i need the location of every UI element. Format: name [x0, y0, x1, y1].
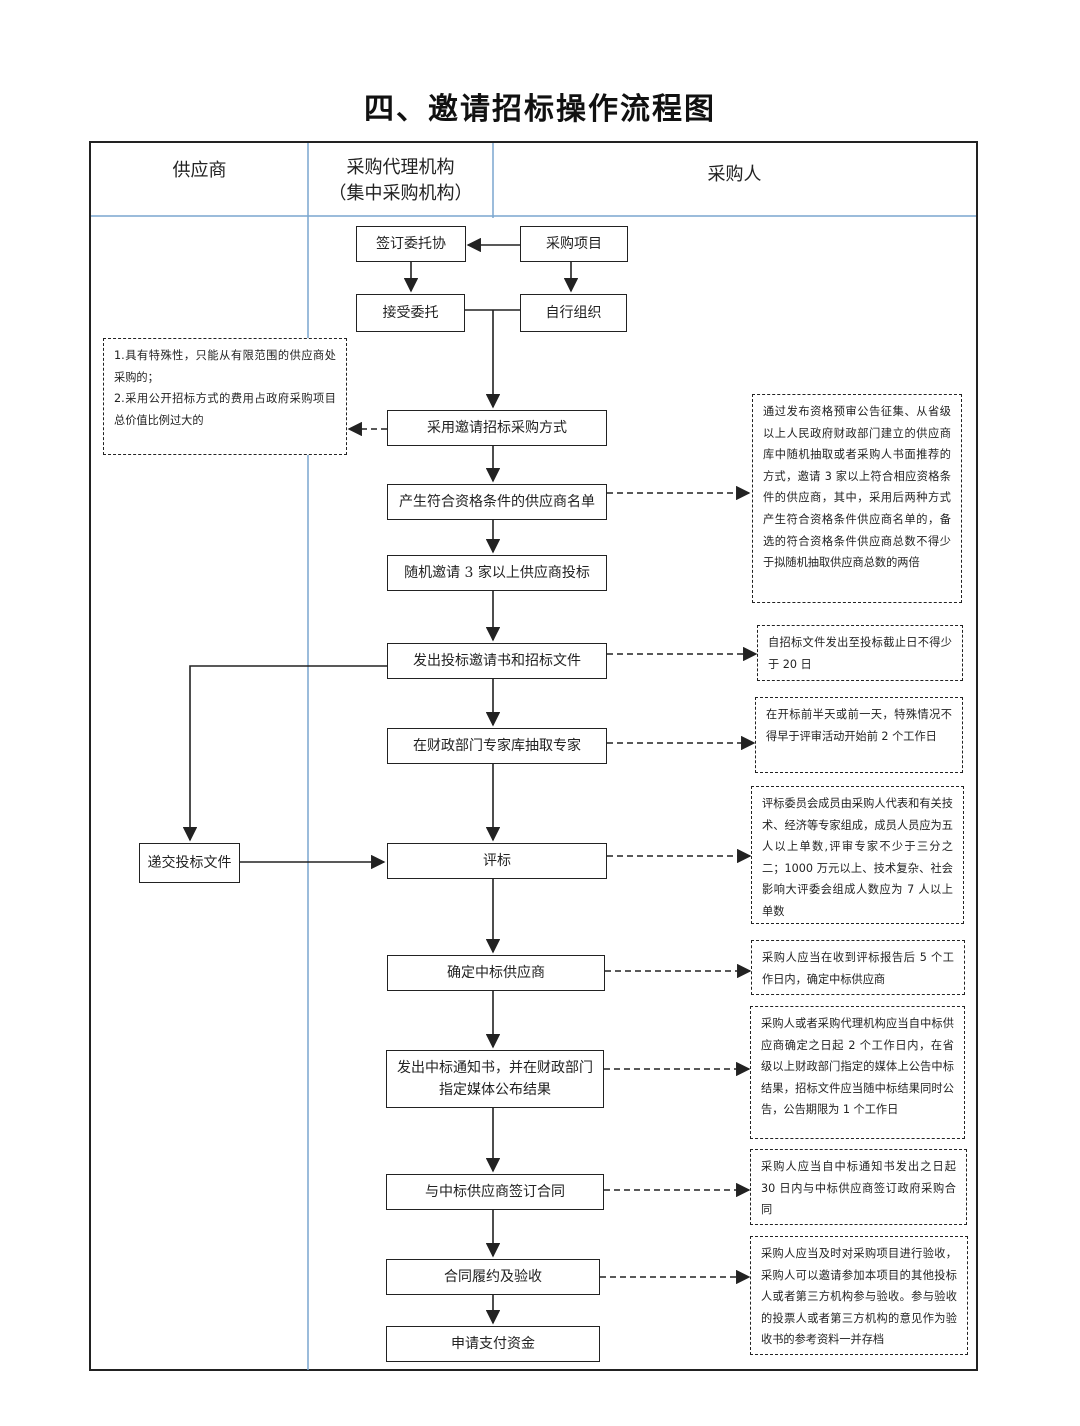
step-confirm-winner: 确定中标供应商 — [387, 955, 605, 991]
arrow-issue-to-submit — [182, 665, 387, 842]
step-submit-bid: 递交投标文件 — [139, 843, 240, 883]
step-sign-contract: 与中标供应商签订合同 — [386, 1174, 604, 1210]
note-announce-result: 采购人或者采购代理机构应当自中标供应商确定之日起 2 个工作日内，在省级以上财政… — [750, 1006, 965, 1139]
lane-header-purchaser: 采购人 — [707, 164, 762, 185]
step-notify-line2: 指定媒体公布结果 — [439, 1082, 551, 1098]
step-purchase-project: 采购项目 — [520, 226, 628, 262]
note-condition-2: 2.采用公开招标方式的费用占政府采购项目总价值比例过大的 — [114, 392, 336, 427]
lane-header-supplier: 供应商 — [172, 160, 227, 181]
note-invite-conditions: 1.具有特殊性，只能从有限范围的供应商处采购的； 2.采用公开招标方式的费用占政… — [103, 338, 347, 455]
note-acceptance: 采购人应当及时对采购项目进行验收，采购人可以邀请参加本项目的其他投标人或者第三方… — [750, 1236, 968, 1355]
step-self-organize: 自行组织 — [520, 294, 627, 332]
step-draw-experts: 在财政部门专家库抽取专家 — [387, 728, 607, 764]
step-perform-accept: 合同履约及验收 — [386, 1259, 600, 1295]
step-notify-line1: 发出中标通知书，并在财政部门 — [397, 1060, 593, 1076]
step-generate-supplier-list: 产生符合资格条件的供应商名单 — [387, 484, 607, 520]
step-adopt-invite-method: 采用邀请招标采购方式 — [387, 410, 607, 446]
step-random-invite: 随机邀请 3 家以上供应商投标 — [387, 555, 607, 591]
note-condition-1: 1.具有特殊性，只能从有限范围的供应商处采购的； — [114, 349, 336, 384]
note-expert-timing: 在开标前半天或前一天，特殊情况不得早于评审活动开始前 2 个工作日 — [755, 697, 963, 773]
step-apply-payment: 申请支付资金 — [386, 1326, 600, 1362]
step-notify-winner: 发出中标通知书，并在财政部门 指定媒体公布结果 — [386, 1050, 604, 1108]
step-accept-entrust: 接受委托 — [356, 294, 465, 332]
note-confirm-winner: 采购人应当在收到评标报告后 5 个工作日内，确定中标供应商 — [751, 940, 965, 995]
swimlane-frame — [89, 141, 978, 1371]
page-title: 四、邀请招标操作流程图 — [364, 92, 716, 127]
note-contract-deadline: 采购人应当自中标通知书发出之日起 30 日内与中标供应商签订政府采购合同 — [750, 1149, 967, 1225]
step-issue-invitation-docs: 发出投标邀请书和招标文件 — [387, 643, 607, 679]
lane-header-agency-sub: （集中采购机构） — [328, 183, 473, 204]
lane-header-agency: 采购代理机构 （集中采购机构） — [308, 155, 493, 207]
note-committee-composition: 评标委员会成员由采购人代表和有关技术、经济等专家组成，成员人员应为五人以上单数,… — [751, 786, 964, 924]
step-sign-entrust: 签订委托协 — [356, 226, 466, 262]
note-bid-period: 自招标文件发出至投标截止日不得少于 20 日 — [757, 625, 963, 681]
note-supplier-list: 通过发布资格预审公告征集、从省级以上人民政府财政部门建立的供应商库中随机抽取或者… — [752, 394, 962, 603]
lane-header-agency-title: 采购代理机构 — [346, 157, 455, 178]
step-evaluate-bids: 评标 — [387, 843, 607, 879]
